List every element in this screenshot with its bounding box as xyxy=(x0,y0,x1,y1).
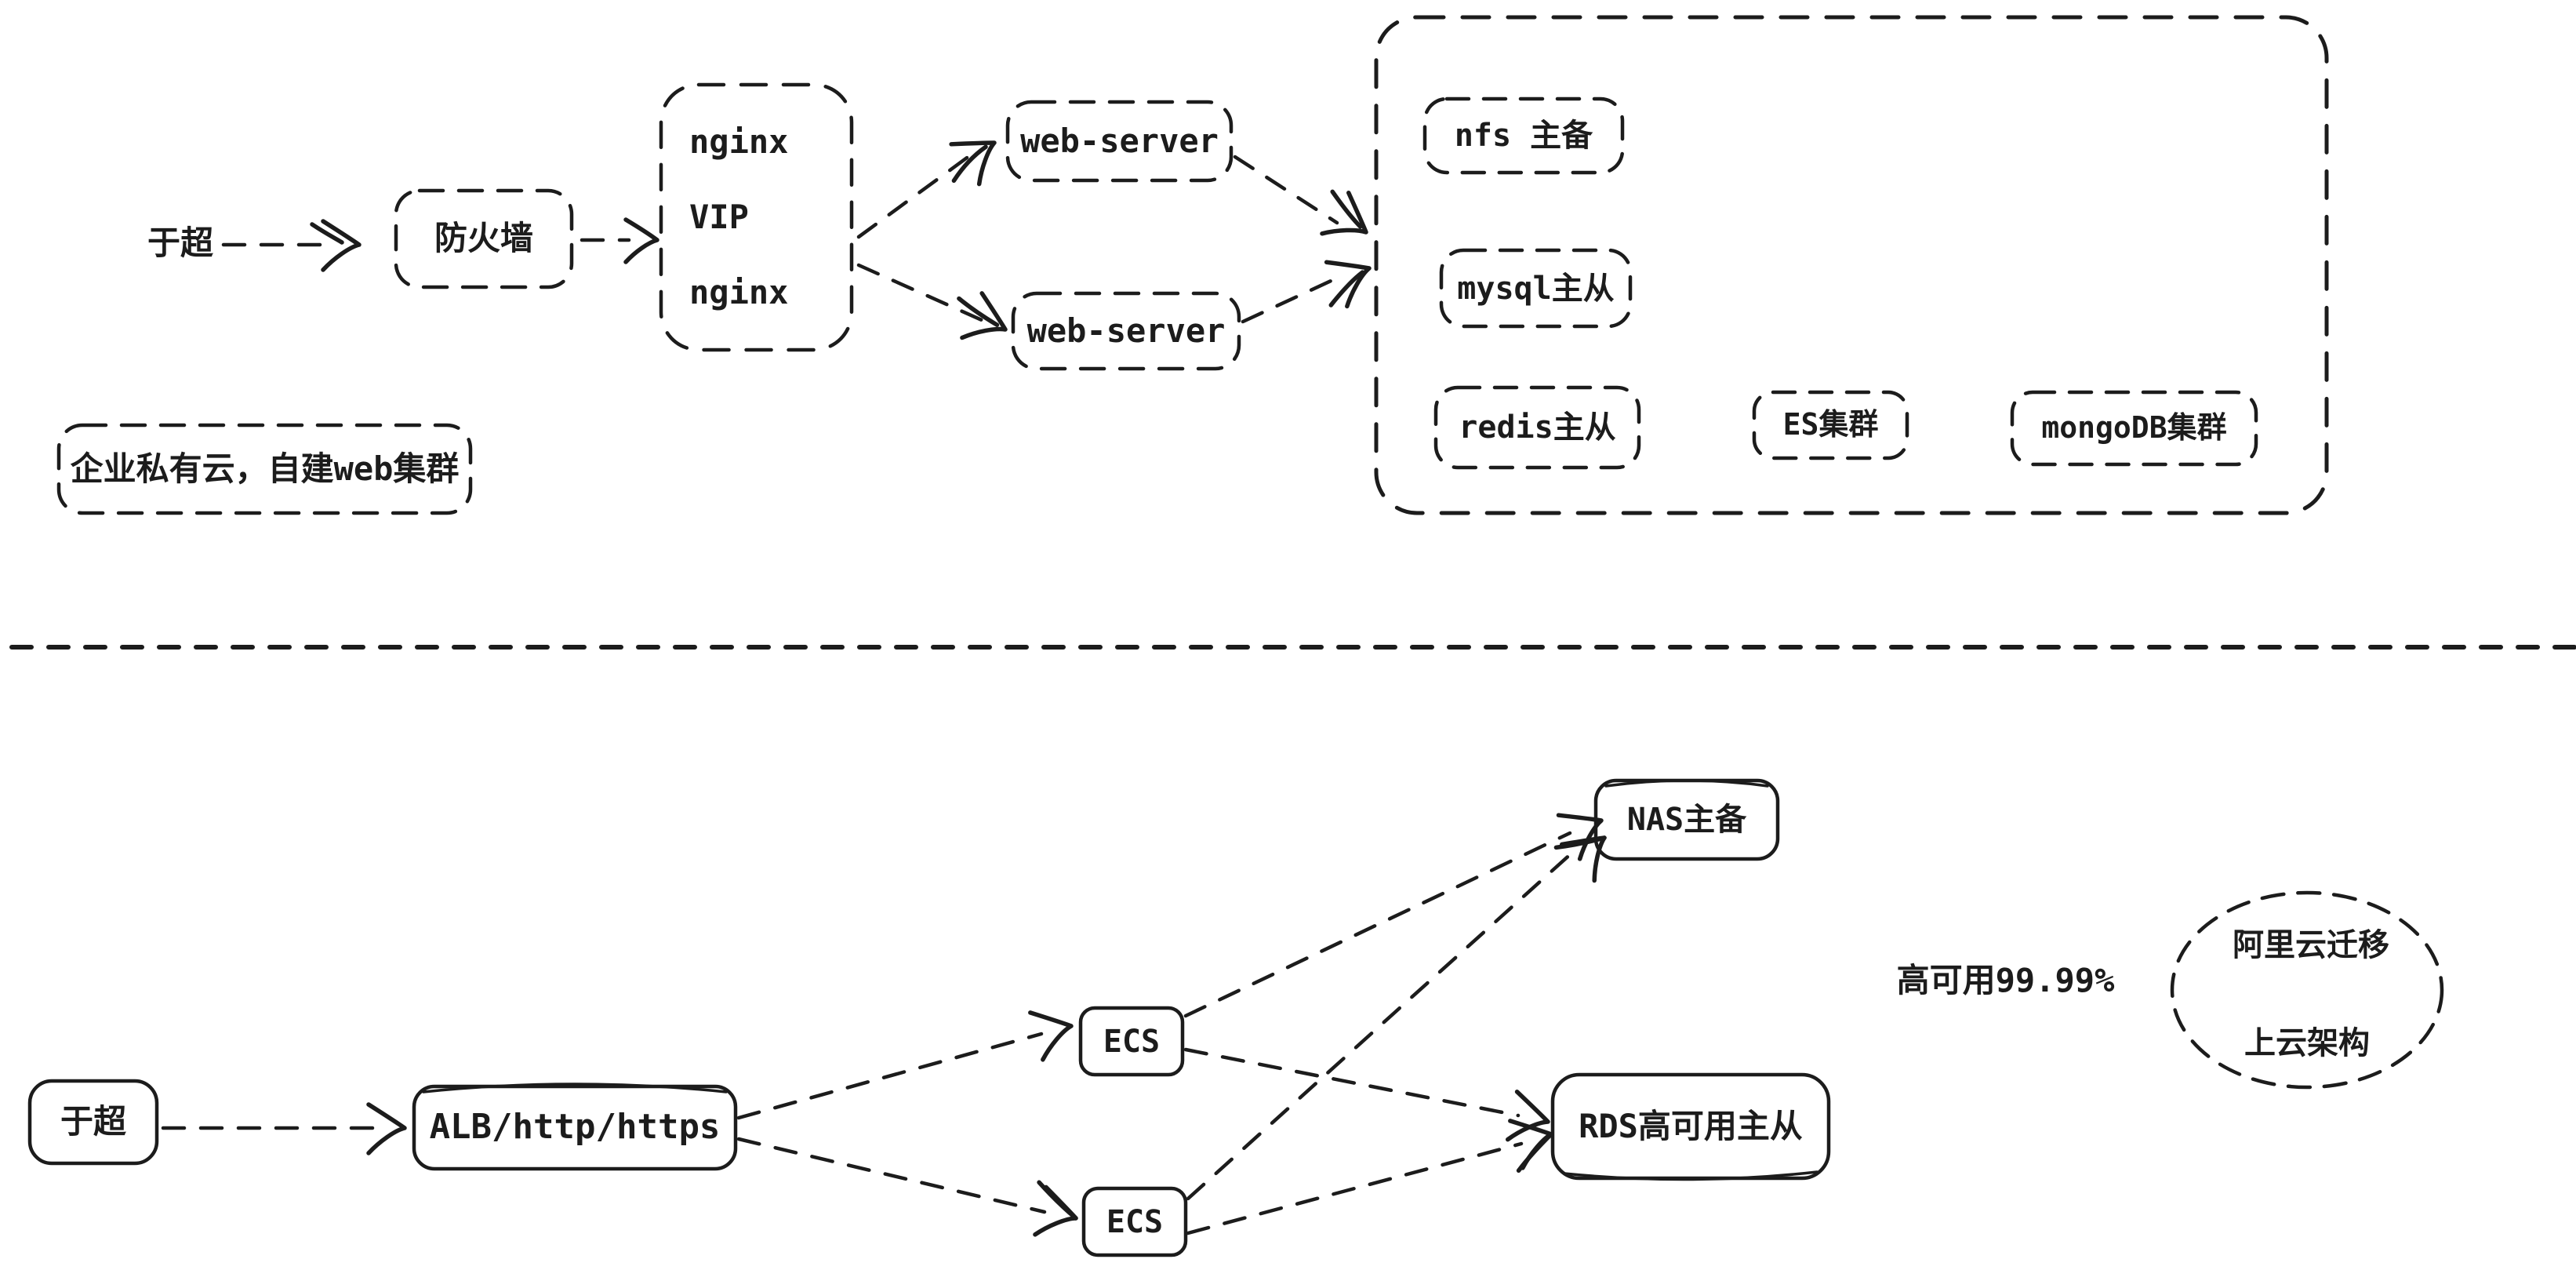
user-bottom-label: 于超 xyxy=(60,1102,126,1141)
arrow-nginx-to-webserver1-line xyxy=(856,151,975,239)
alb-box-sketch-stroke xyxy=(422,1083,728,1094)
es-box xyxy=(1752,390,1909,460)
arrow-ecs1-to-rds-line xyxy=(1183,1047,1521,1118)
arrow-nginx-to-webserver2-line xyxy=(856,263,984,322)
arrowhead-alb-to-ecs2 xyxy=(1033,1180,1078,1237)
nfs-label: nfs 主备 xyxy=(1454,118,1593,154)
mongodb-label: mongoDB集群 xyxy=(2041,410,2227,446)
mysql-label: mysql主从 xyxy=(1457,270,1615,307)
cloud-note-line-1: 阿里云迁移 xyxy=(2233,927,2389,963)
nfs-box xyxy=(1422,96,1625,175)
user-top-label: 于超 xyxy=(147,223,213,262)
arrow-ecs1-to-nas-line xyxy=(1183,831,1572,1018)
nginx-line-1: nginx xyxy=(689,122,789,161)
cloud-note-line-2: 上云架构 xyxy=(2244,1025,2370,1061)
web-server-2-box xyxy=(1011,291,1241,371)
vip-line: VIP xyxy=(689,197,749,236)
ecs-1-label: ECS xyxy=(1103,1023,1161,1060)
arrow-alb-to-ecs1-line xyxy=(736,1032,1044,1120)
rds-box-sketch-stroke xyxy=(1563,1170,1818,1181)
caption-box xyxy=(56,423,473,515)
arrowhead-webserver1-to-cluster xyxy=(1320,189,1368,236)
mysql-box xyxy=(1439,248,1633,329)
arrow-webserver2-to-cluster-line xyxy=(1241,275,1340,324)
nginx-vip-box xyxy=(659,82,854,352)
rds-label: RDS高可用主从 xyxy=(1579,1106,1803,1145)
user-bottom-box xyxy=(27,1079,159,1166)
es-label: ES集群 xyxy=(1782,407,1879,442)
arrow-webserver1-to-cluster-line xyxy=(1233,155,1339,225)
arrowhead-firewall-to-nginx xyxy=(623,217,659,264)
arrow-ecs2-to-rds-line xyxy=(1186,1141,1524,1235)
web-server-1-label: web-server xyxy=(1020,121,1219,160)
availability-note-label: 高可用99.99% xyxy=(1896,960,2115,999)
ecs-2-label: ECS xyxy=(1106,1203,1164,1240)
alb-box xyxy=(412,1084,738,1171)
ecs-2-box xyxy=(1081,1186,1188,1257)
arrowhead-ecs1-to-nas xyxy=(1556,813,1604,861)
arrow-ecs2-to-nas-line xyxy=(1186,850,1575,1201)
arrowhead-user-to-firewall xyxy=(310,219,362,272)
web-server-2-label: web-server xyxy=(1026,311,1226,350)
arrowhead-webserver2-to-cluster xyxy=(1324,260,1372,309)
nas-box-sketch-stroke xyxy=(1604,779,1769,788)
arrowhead-ecs2-to-nas xyxy=(1553,835,1607,883)
private-cloud-cluster-container xyxy=(1374,15,2329,515)
arrowhead-ecs1-to-rds xyxy=(1505,1090,1550,1142)
alb-label: ALB/http/https xyxy=(429,1107,721,1148)
arrowhead-nginx-to-webserver2 xyxy=(957,291,1008,340)
firewall-label: 防火墙 xyxy=(434,219,533,258)
arrowhead-nginx-to-webserver1 xyxy=(949,140,997,187)
web-server-1-box xyxy=(1005,100,1234,183)
nas-label: NAS主备 xyxy=(1626,802,1747,838)
cloud-note-circle xyxy=(2170,890,2444,1090)
arrowhead-user-to-alb xyxy=(366,1102,407,1155)
arrowhead-ecs2-to-rds xyxy=(1508,1119,1553,1174)
firewall-box xyxy=(394,188,574,289)
ecs-1-box xyxy=(1078,1006,1185,1077)
nginx-vip-label-group: nginx VIP nginx xyxy=(661,85,852,350)
redis-label: redis主从 xyxy=(1459,409,1616,446)
nginx-line-2: nginx xyxy=(689,272,789,311)
arrowhead-alb-to-ecs1 xyxy=(1028,1010,1074,1062)
arrow-alb-to-ecs2-line xyxy=(736,1137,1047,1214)
caption-label: 企业私有云，自建web集群 xyxy=(70,449,460,488)
redis-box xyxy=(1433,385,1641,470)
